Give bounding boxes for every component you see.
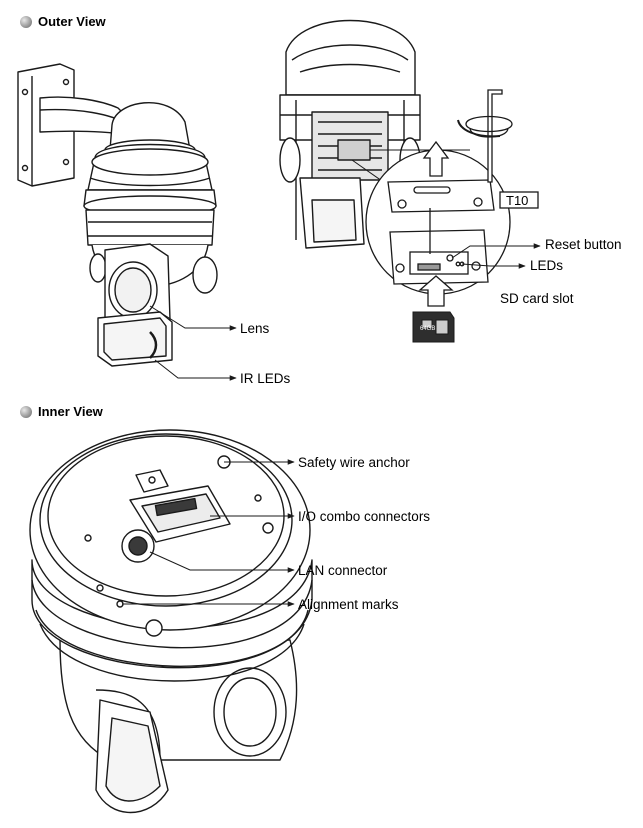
leds-label: LEDs [530,258,564,273]
bullet-icon [20,405,32,418]
t10-screwdriver [457,89,539,209]
ir-leds-leader-line [154,359,237,381]
outer-callout-lines [149,305,237,381]
rear-camera-drawing [279,19,421,249]
ir-leds-label: IR LEDs [240,371,291,386]
safety-wire-anchor-label: Safety wire anchor [298,455,410,470]
sd-card-capacity-text: 64GB [420,326,436,332]
inner-view-title: Inner View [38,404,103,419]
sd-card-icon [412,311,455,343]
rear-callout-lines [451,243,541,269]
outer-view-title: Outer View [38,14,106,29]
sd-card-slot-label: SD card slot [500,291,574,306]
lan-connector-label: LAN connector [298,563,388,578]
inner-callout-lines [122,459,295,607]
reset-button-leader-line [451,243,541,259]
io-combo-connectors-label: I/O combo connectors [298,509,431,524]
lens-label: Lens [240,321,270,336]
inner-view-heading: Inner View [20,404,103,419]
alignment-marks-label: Alignment marks [298,597,399,612]
leds-leader-line [461,263,526,269]
t10-label: T10 [506,193,529,208]
outer-camera-drawing [17,63,218,367]
bullet-icon [20,15,32,28]
outer-view-heading: Outer View [20,14,106,29]
lens-leader-line [149,305,237,331]
inner-camera-drawing [29,429,313,814]
lan-connector-leader-line [149,551,295,573]
reset-button-label: Reset button [545,237,622,252]
